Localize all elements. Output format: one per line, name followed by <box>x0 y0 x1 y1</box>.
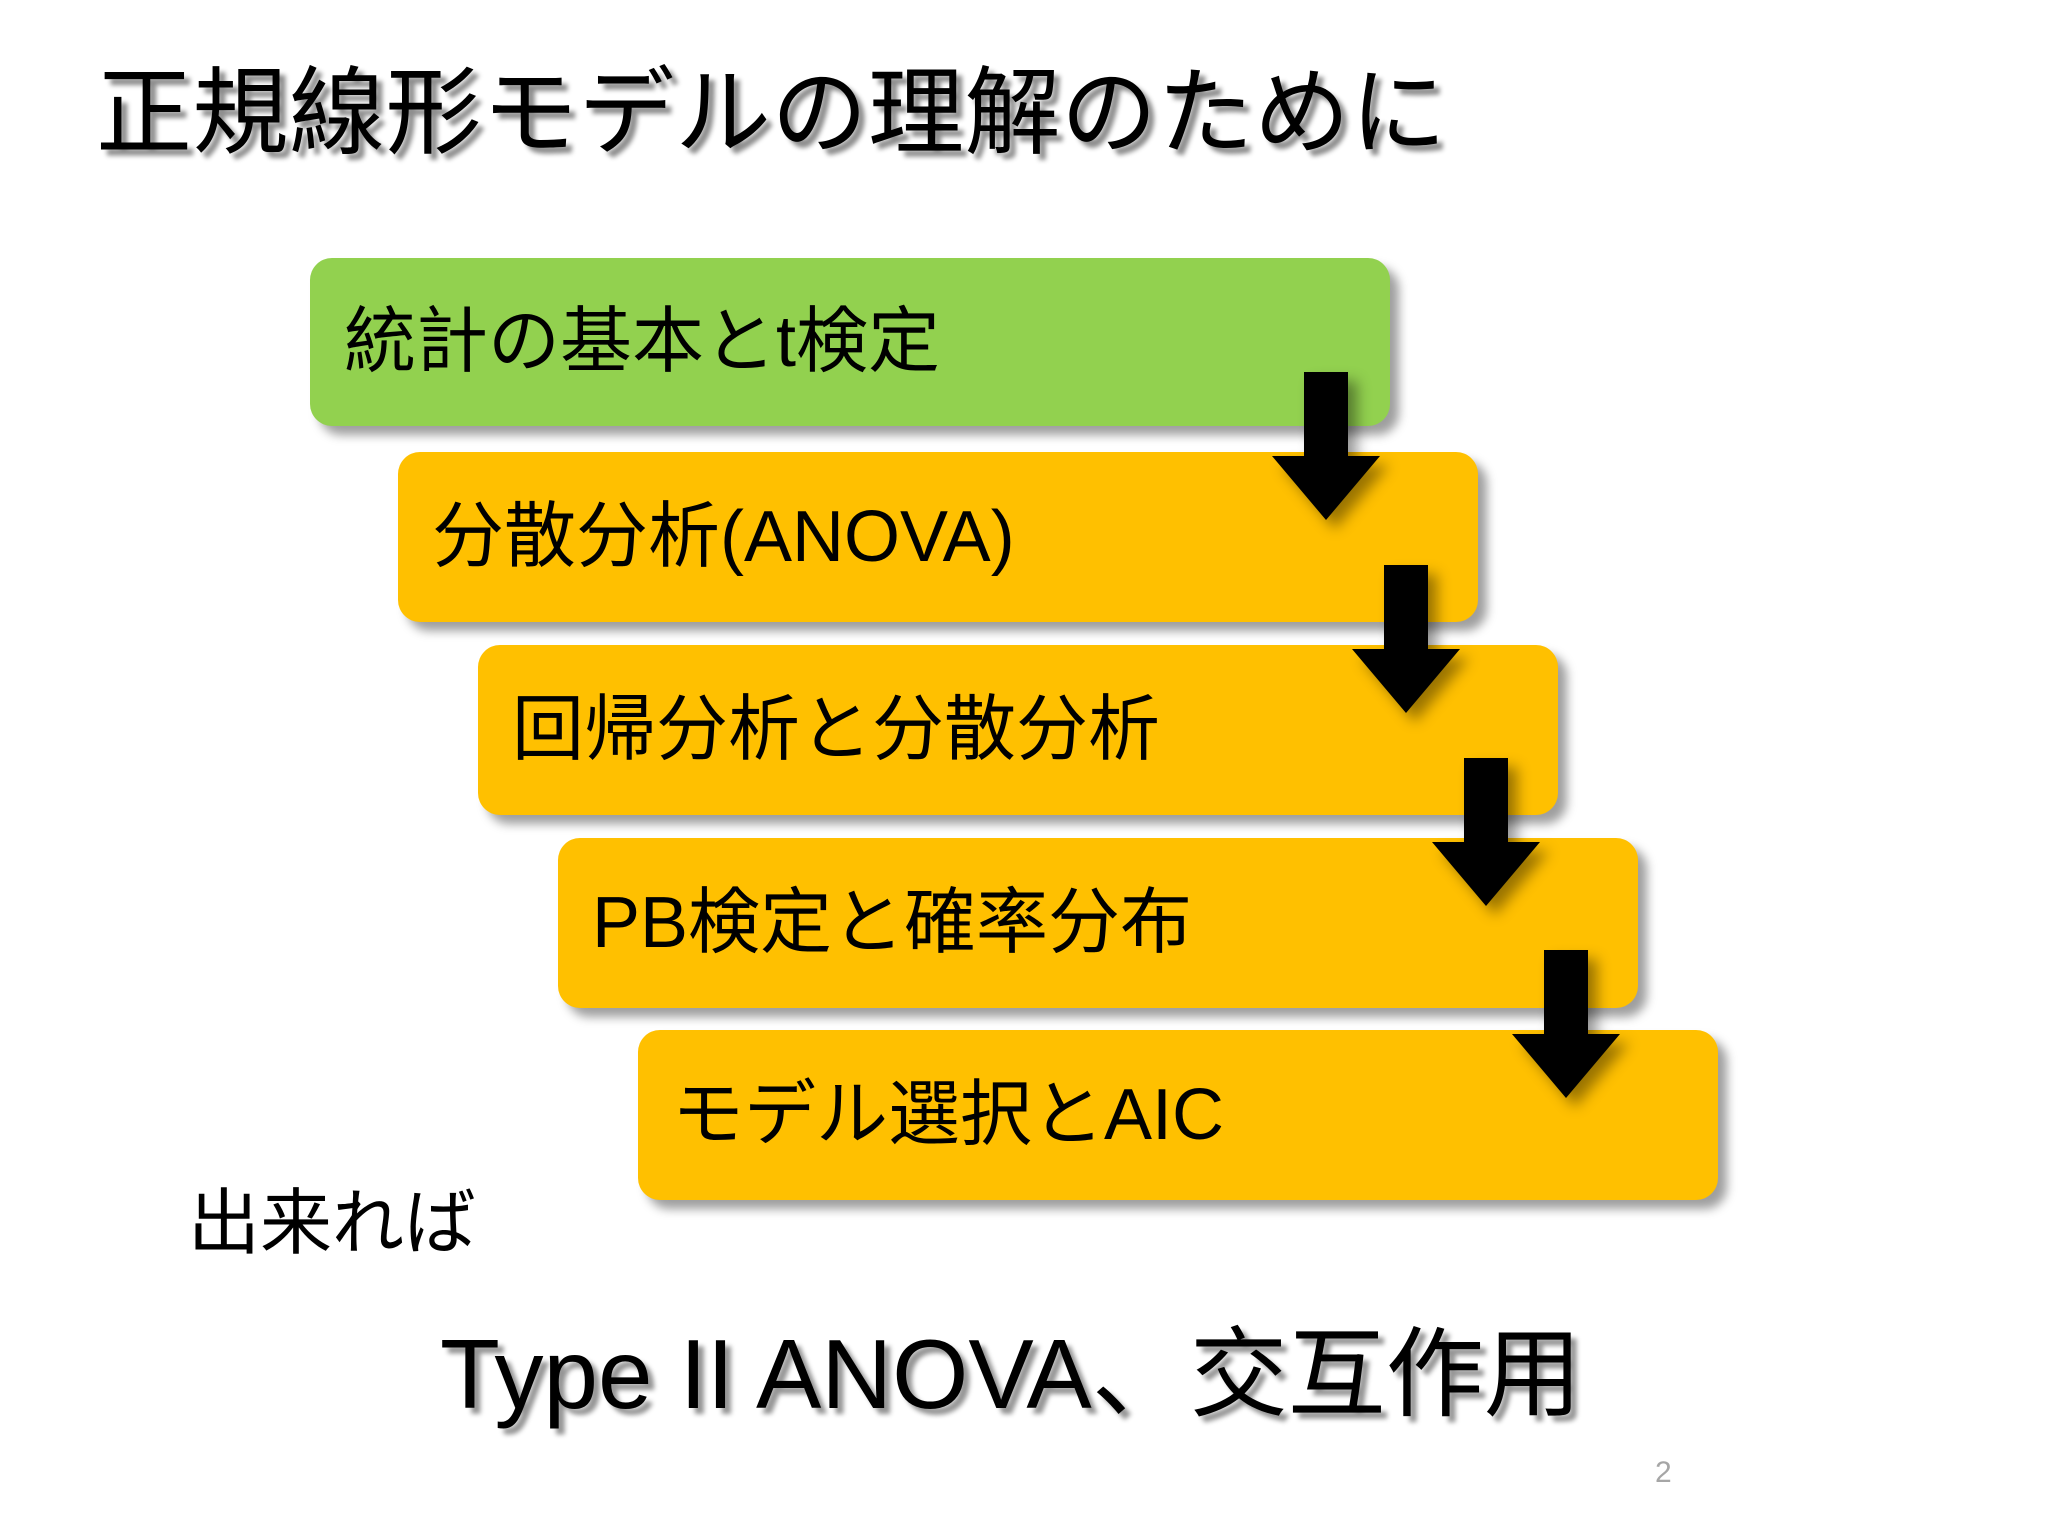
down-arrow-icon <box>1352 565 1460 713</box>
extra-topics-note: Type II ANOVA、交互作用 <box>440 1319 1582 1429</box>
flow-step-1[interactable]: 統計の基本とt検定 <box>310 258 1390 426</box>
flow-step-4[interactable]: PB検定と確率分布 <box>558 838 1638 1008</box>
flow-step-1-label: 統計の基本とt検定 <box>344 302 941 382</box>
flow-step-5-label: モデル選択とAIC <box>672 1075 1225 1155</box>
page-title: 正規線形モデルの理解のために <box>96 60 1447 167</box>
flow-step-4-label: PB検定と確率分布 <box>592 883 1193 963</box>
condition-note: 出来れば <box>188 1184 477 1264</box>
down-arrow-icon <box>1512 950 1620 1098</box>
flow-step-2-label: 分散分析(ANOVA) <box>432 497 1015 577</box>
page-number: 2 <box>1655 1456 1672 1489</box>
down-arrow-icon <box>1432 758 1540 906</box>
down-arrow-icon <box>1272 372 1380 520</box>
flow-step-3-label: 回帰分析と分散分析 <box>512 690 1161 770</box>
